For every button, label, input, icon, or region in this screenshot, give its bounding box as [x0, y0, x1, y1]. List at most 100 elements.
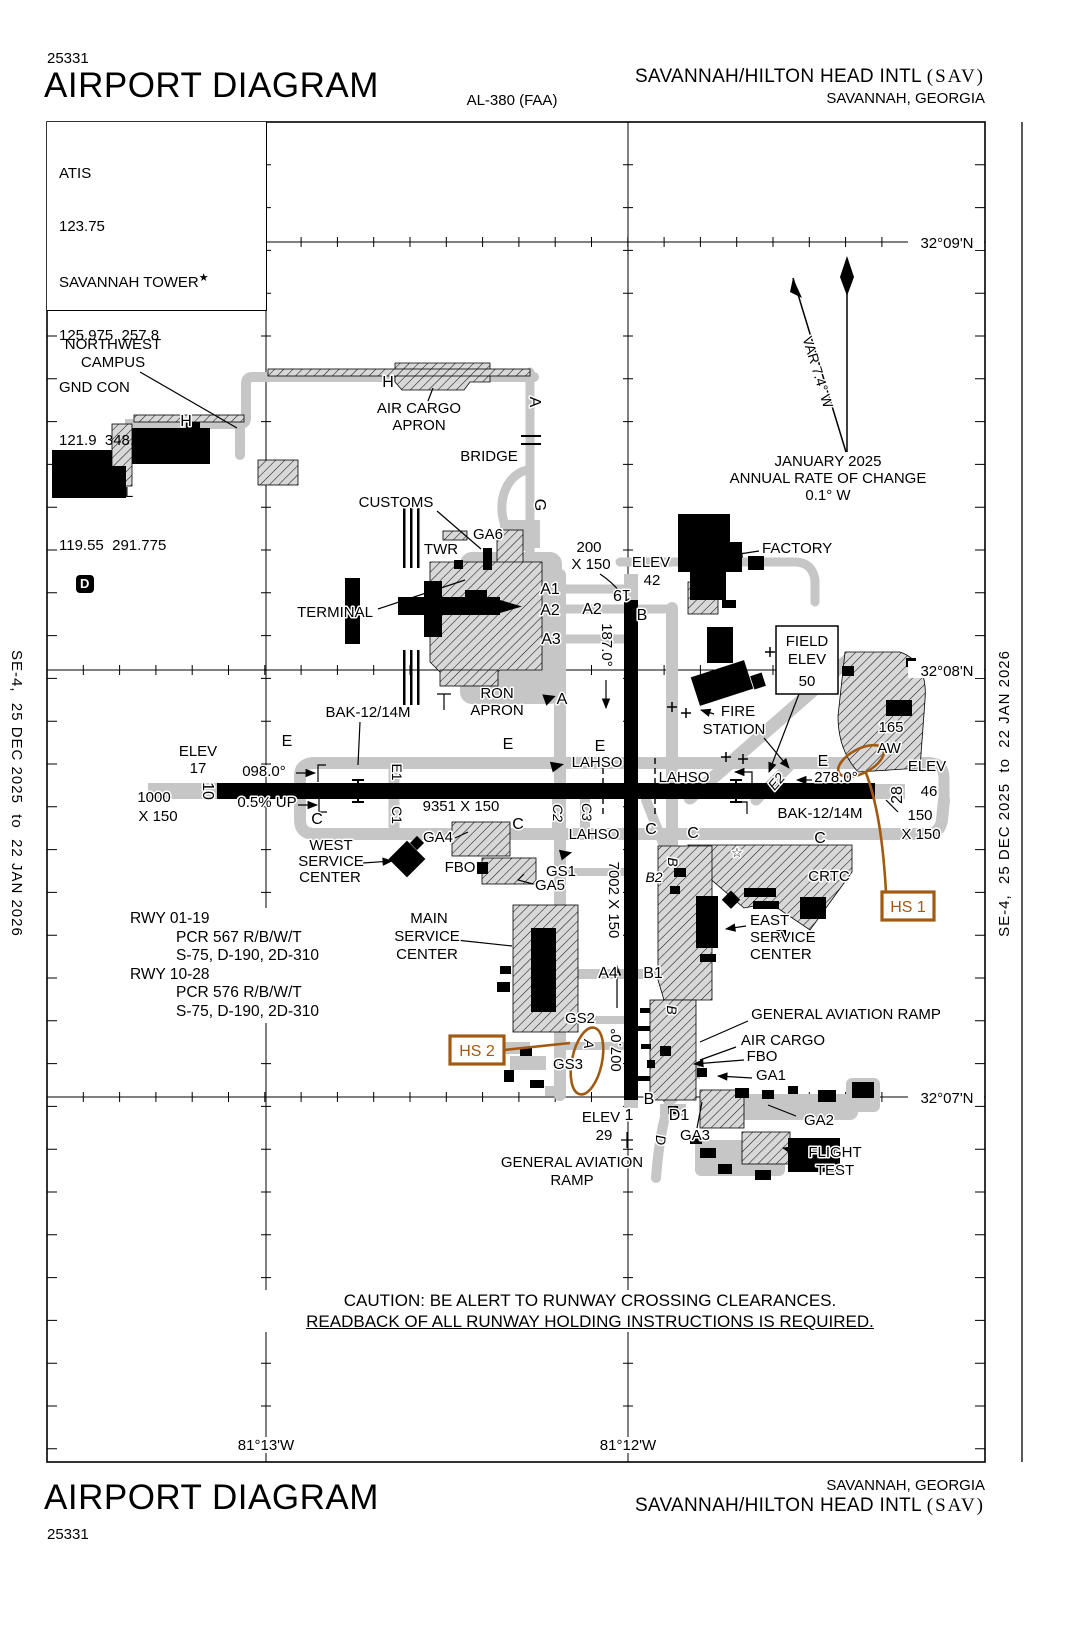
field-elev-line2: ELEV — [788, 651, 826, 668]
atis-label: ATIS — [59, 165, 92, 182]
taxiway-e-label: E — [595, 738, 606, 755]
bridge-symbol — [521, 435, 541, 445]
clnc-label: CLNC DEL — [59, 484, 134, 501]
rwy-01-19-pcr: PCR 567 R/B/W/T — [176, 928, 302, 946]
hs1-ellipse — [836, 743, 886, 779]
rwy19-heading: 187.0° — [598, 623, 615, 667]
taxiway-a-label: A — [557, 691, 568, 708]
taxiway-h-label: H — [180, 413, 192, 430]
coordinate-label-backgrounds — [234, 233, 984, 1453]
main-service-center-label2: SERVICE — [394, 928, 460, 945]
hs1-leader — [864, 772, 888, 893]
ga5-label: GA5 — [535, 877, 565, 894]
fire-station-label: FIRE — [721, 703, 755, 720]
hs1-box — [880, 890, 936, 922]
lat-label-07: 32°07'N — [920, 1090, 973, 1107]
page-title-footer: AIRPORT DIAGRAM — [44, 1478, 379, 1517]
east-service-center-label: EAST — [750, 912, 789, 929]
factory-building — [678, 514, 730, 542]
taxiway-b-label: B — [664, 1005, 680, 1014]
taxiway-e1-label: E1 — [389, 763, 405, 780]
ang-165aw-label: 165 — [878, 719, 903, 736]
lahso-label: LAHSO — [572, 754, 623, 771]
atis-freq: 123.75 — [59, 217, 105, 235]
bak-arresting-label: BAK-12/14M — [777, 805, 862, 822]
general-aviation-ramp-sw-label2: RAMP — [550, 1172, 593, 1189]
obstacle-crosses — [667, 647, 775, 764]
east-service-building — [696, 896, 718, 948]
rwy19-overrun-dim2: X 150 — [571, 556, 610, 573]
customs-building — [483, 548, 492, 570]
leader-lines — [139, 371, 899, 1155]
elev-42-label: ELEV — [632, 554, 670, 571]
runway-10-28 — [217, 783, 875, 799]
star-icon: ★ — [198, 272, 209, 284]
taxiway-a-label: A — [526, 397, 543, 408]
taxiway-c-label: C — [311, 811, 323, 828]
taxiway-h-label: H — [382, 374, 394, 391]
ang-165aw-label2: AW — [877, 740, 901, 757]
flight-test-label: FLIGHT — [808, 1144, 861, 1161]
west-service-center-label: WEST — [309, 837, 352, 854]
rwy28-overrun — [875, 784, 905, 799]
chart-code: AL-380 (FAA) — [466, 92, 558, 109]
lahso-label: LAHSO — [569, 826, 620, 843]
rwy19-overrun-dim: 200 — [576, 539, 601, 556]
elev-17-value: 17 — [190, 760, 207, 777]
lahso-label: LAHSO — [659, 769, 710, 786]
customs-label: CUSTOMS — [359, 494, 434, 511]
comm-frequencies-box: ATIS 123.75 SAVANNAH TOWER★ 125.975 257.… — [47, 122, 267, 593]
caution-note: CAUTION: BE ALERT TO RUNWAY CROSSING CLE… — [238, 1290, 942, 1332]
taxiway-e-label: E — [818, 753, 829, 770]
page-title: AIRPORT DIAGRAM — [44, 66, 379, 105]
taxiway-d-label: D — [653, 1135, 669, 1145]
elev-42-value: 42 — [644, 572, 661, 589]
gs2-label: GS2 — [565, 1010, 595, 1027]
northwest-campus-label: NORTHWEST — [65, 336, 161, 353]
arresting-gear-west — [352, 779, 364, 803]
rwy28-heading: 278.0° — [814, 769, 858, 786]
elev-29-label: ELEV — [582, 1109, 620, 1126]
taxiway-b1-label: B1 — [643, 965, 663, 982]
fbo-east-label: FBO — [747, 1048, 778, 1065]
taxiway-c-label: C — [687, 825, 699, 842]
general-aviation-ramp-apron — [649, 999, 697, 1101]
runway-1-number: 1 — [625, 1107, 634, 1124]
field-elev-value: 50 — [799, 673, 816, 690]
taxiway-b-label: B — [637, 607, 648, 624]
taxiway-e-label: E — [503, 736, 514, 753]
taxiway-c-label: C — [512, 816, 524, 833]
ron-apron — [439, 669, 499, 687]
variation-arrow — [792, 277, 847, 453]
general-aviation-ramp-sw-label: GENERAL AVIATION — [501, 1154, 643, 1171]
west-service-center-label3: CENTER — [299, 869, 361, 886]
elev-46-label: ELEV — [908, 758, 946, 775]
taxiway-a2-label: A2 — [582, 601, 602, 618]
tower-label: TWR — [424, 541, 458, 558]
fbo-west-label: FBO — [445, 859, 476, 876]
air-cargo-label: AIR CARGO — [741, 1032, 825, 1049]
crtc-label: CRTC — [808, 868, 850, 885]
star-symbol: ☆ — [731, 845, 743, 860]
hold-line-dashed — [602, 758, 656, 818]
caution-line2: READBACK OF ALL RUNWAY HOLDING INSTRUCTI… — [306, 1312, 874, 1331]
rwy-10-28-codes: S-75, D-190, 2D-310 — [176, 1002, 320, 1020]
runways — [148, 574, 905, 1108]
tower-building — [454, 560, 463, 569]
main-service-center-label: MAIN — [410, 910, 448, 927]
taxiway-a3-label: A3 — [541, 631, 561, 648]
rwy10-heading: 098.0° — [242, 763, 286, 780]
hs2-ellipse — [569, 1026, 605, 1096]
taxiway-b-label: B — [644, 1091, 655, 1108]
ga4-apron — [451, 821, 511, 857]
bak-arresting-label: BAK-12/14M — [325, 704, 410, 721]
runway-10-number: 10 — [199, 782, 216, 800]
taxiway-c3-label: C3 — [579, 803, 595, 821]
magvar-date: JANUARY 2025 — [774, 453, 881, 470]
taxiway-a1-label: A1 — [540, 581, 560, 598]
taxiway-a-label: A — [581, 1038, 597, 1048]
factory-label: FACTORY — [762, 540, 832, 557]
flight-test-label2: TEST — [816, 1162, 854, 1179]
west-service-center-label2: SERVICE — [298, 853, 364, 870]
